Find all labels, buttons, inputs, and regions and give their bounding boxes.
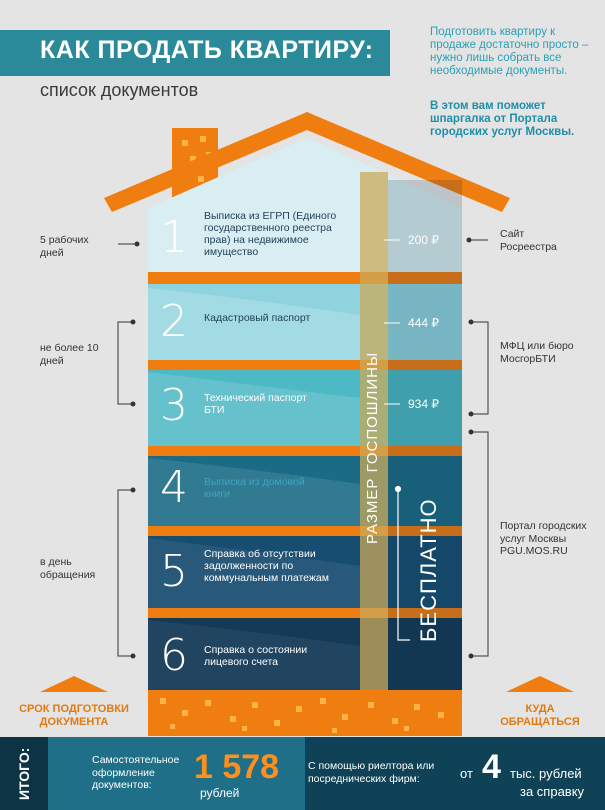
left-brackets (117, 241, 140, 659)
floor-divider (148, 608, 462, 618)
duty-column (360, 172, 388, 690)
right-note: Портал городских услуг Москвы PGU.MOS.RU (500, 520, 587, 557)
footer-tab (0, 737, 48, 810)
step-number: 2 (160, 296, 188, 347)
intro-bold-text: В этом вам поможет шпаргалка от Портала … (430, 100, 575, 138)
step-label: Выписка из ЕГРП (Единого государственног… (204, 210, 337, 258)
agent-amount: 4 (482, 748, 501, 786)
step-label: Справка об отсутствии задолженности по к… (204, 548, 329, 584)
left-triangle (40, 676, 108, 692)
left-note: 5 рабочих дней (40, 234, 89, 259)
step-number: 5 (160, 546, 188, 597)
left-caption: СРОК ПОДГОТОВКИ ДОКУМЕНТА (19, 703, 129, 728)
house-illustration (40, 112, 574, 736)
free-vertical-label: БЕСПЛАТНО (416, 498, 441, 642)
agent-suffix: за справку (520, 784, 585, 799)
intro-text: Подготовить квартиру к продаже достаточн… (430, 26, 589, 77)
floor-6-bg (148, 618, 462, 690)
floor-divider (148, 360, 462, 370)
right-caption: КУДА ОБРАЩАТЬСЯ (500, 703, 580, 728)
duty-vertical-label: РАЗМЕР ГОСПОШЛИНЫ (364, 351, 381, 544)
free-bracket (394, 485, 410, 641)
right-triangle (506, 676, 574, 692)
agent-label: С помощью риелтора или посреднических фи… (308, 760, 435, 785)
step-number: 6 (160, 630, 188, 681)
price-pointers (384, 239, 400, 405)
step-label: Выписка из домовой книги (204, 476, 305, 500)
floor-4-bg (148, 456, 462, 526)
right-note: МФЦ или бюро МосгорБТИ (500, 340, 574, 365)
step-label: Технический паспорт БТИ (204, 392, 307, 416)
price-label: 200 ₽ (408, 233, 439, 247)
itogo-label: ИТОГО: (16, 747, 32, 800)
footer-left-panel (0, 737, 305, 810)
left-note: в день обращения (40, 556, 96, 581)
floor-divider (148, 446, 462, 456)
page-title: КАК ПРОДАТЬ КВАРТИРУ: (40, 36, 374, 64)
self-label: Самостоятельное оформление документов: (92, 754, 180, 791)
right-brackets (466, 237, 489, 659)
price-label: 444 ₽ (408, 316, 439, 330)
price-label: 934 ₽ (408, 397, 439, 411)
price-column (388, 180, 462, 690)
right-note: Сайт Росреестра (500, 228, 557, 253)
agent-prefix: от (460, 766, 473, 781)
self-amount: 1 578 (194, 748, 280, 786)
step-number: 4 (160, 462, 188, 513)
self-unit: рублей (200, 786, 240, 800)
step-number: 1 (160, 212, 188, 263)
floor-divider (148, 526, 462, 536)
floor-5-bg (148, 536, 462, 608)
step-number: 3 (160, 380, 188, 431)
floor-2-bg (148, 284, 462, 360)
page-subtitle: список документов (40, 80, 199, 100)
step-label: Справка о состоянии лицевого счета (204, 644, 308, 668)
floor-3-bg (148, 370, 462, 446)
step-label: Кадастровый паспорт (204, 312, 311, 324)
title-banner (0, 30, 390, 76)
agent-unit: тыс. рублей (510, 766, 582, 781)
foundation (148, 690, 462, 736)
left-note: не более 10 дней (40, 342, 99, 367)
